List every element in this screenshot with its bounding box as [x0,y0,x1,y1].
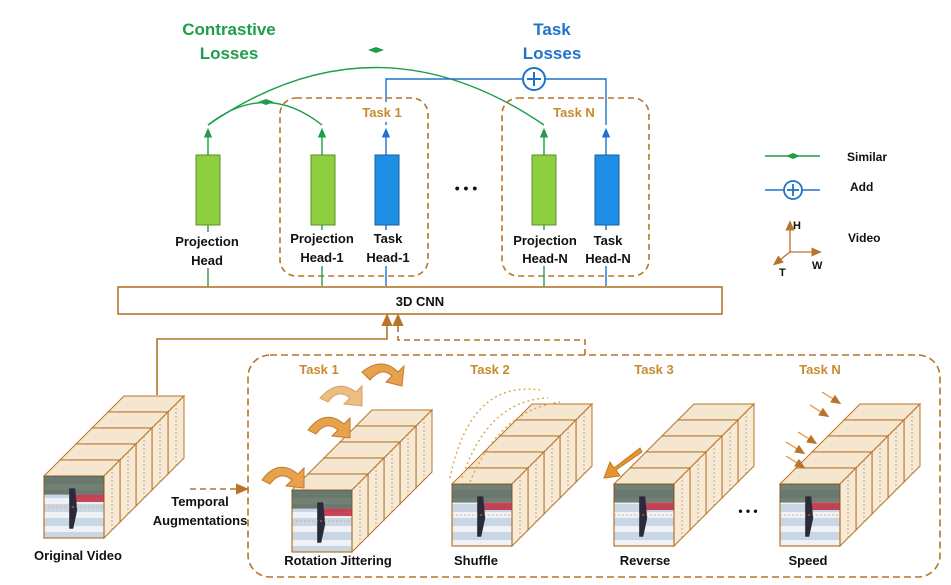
contrastive-losses-title-line2: Losses [200,44,259,63]
axis-h-label: H [793,220,801,232]
similar-right-arrow-icon [793,153,800,159]
aug-task1-label: Task 1 [299,362,339,377]
shuffle-arc-icons [449,388,561,483]
augmentations-box [247,354,941,578]
legend-video-label: Video [848,231,880,245]
augment-ellipsis: • • • [738,504,757,518]
task-head-1-label-line2: Head-1 [366,250,409,265]
projection-head-n-label: Projection [513,233,577,248]
rotation-jittering-label: Rotation Jittering [284,553,392,568]
task-head-n-label-line2: Head-N [585,251,631,266]
original-to-cnn-arrow [156,313,393,395]
task-head-1-box [374,154,400,226]
shuffle-cube [450,402,594,548]
rotation-arrow-icons [261,363,405,489]
taskN-group-box [501,97,650,277]
similar-left-arrow-icon [786,153,793,159]
contrastive-arc-outer [207,66,545,126]
projection-head-1-label-line2: Head-1 [300,250,343,265]
task-head-1-label: Task [374,231,403,246]
projection-head-label-line2: Head [191,253,223,268]
projection-head-label: Projection [175,234,239,249]
projection-head-n-label-line2: Head-N [522,251,568,266]
temporal-augmentations-label: Temporal [171,494,229,509]
task-loss-line-right [546,78,607,125]
task1-group-box [279,97,429,277]
task-losses-title-line2: Losses [523,44,582,63]
add-circle-icon [522,67,546,91]
legend: Similar Add H W T Video [765,150,887,279]
aug-task3-label: Task 3 [634,362,674,377]
projection-head-n-box [531,154,557,226]
temporal-augmentations-label-line2: Augmentations [153,513,248,528]
contrastive-losses-title: Contrastive [182,20,276,39]
contrastive-arc-inner [207,101,323,126]
projection-head-box [195,154,221,226]
taskN-group-label: Task N [553,105,595,120]
reverse-arrow-icon [603,447,643,479]
task-head-n-label: Task [594,233,623,248]
heads-ellipsis: • • • [455,180,478,196]
legend-add-label: Add [850,180,873,194]
axis-t-label: T [779,267,786,279]
augmented-to-cnn-arrow [392,313,586,355]
projection-head-1-label: Projection [290,231,354,246]
shuffle-label: Shuffle [454,553,498,568]
aug-taskN-label: Task N [799,362,841,377]
speed-label: Speed [788,553,827,568]
legend-similar-label: Similar [847,150,887,164]
speed-arrow-icons [785,391,842,469]
speed-cube [778,402,922,548]
3d-cnn-block [117,286,723,315]
axis-w-label: W [812,260,823,272]
legend-add-icon [783,180,803,200]
original-video-label: Original Video [34,548,122,563]
task1-group-label: Task 1 [362,105,402,120]
reverse-label: Reverse [620,553,671,568]
rotation-jitter-cube [290,408,434,554]
video-axes-icon [772,220,822,266]
task-losses-title: Task [533,20,571,39]
original-video-cube [42,394,186,540]
3d-cnn-label: 3D CNN [396,294,444,309]
aug-task2-label: Task 2 [470,362,510,377]
task-head-n-box [594,154,620,226]
projection-head-1-box [310,154,336,226]
reverse-cube [612,402,756,548]
